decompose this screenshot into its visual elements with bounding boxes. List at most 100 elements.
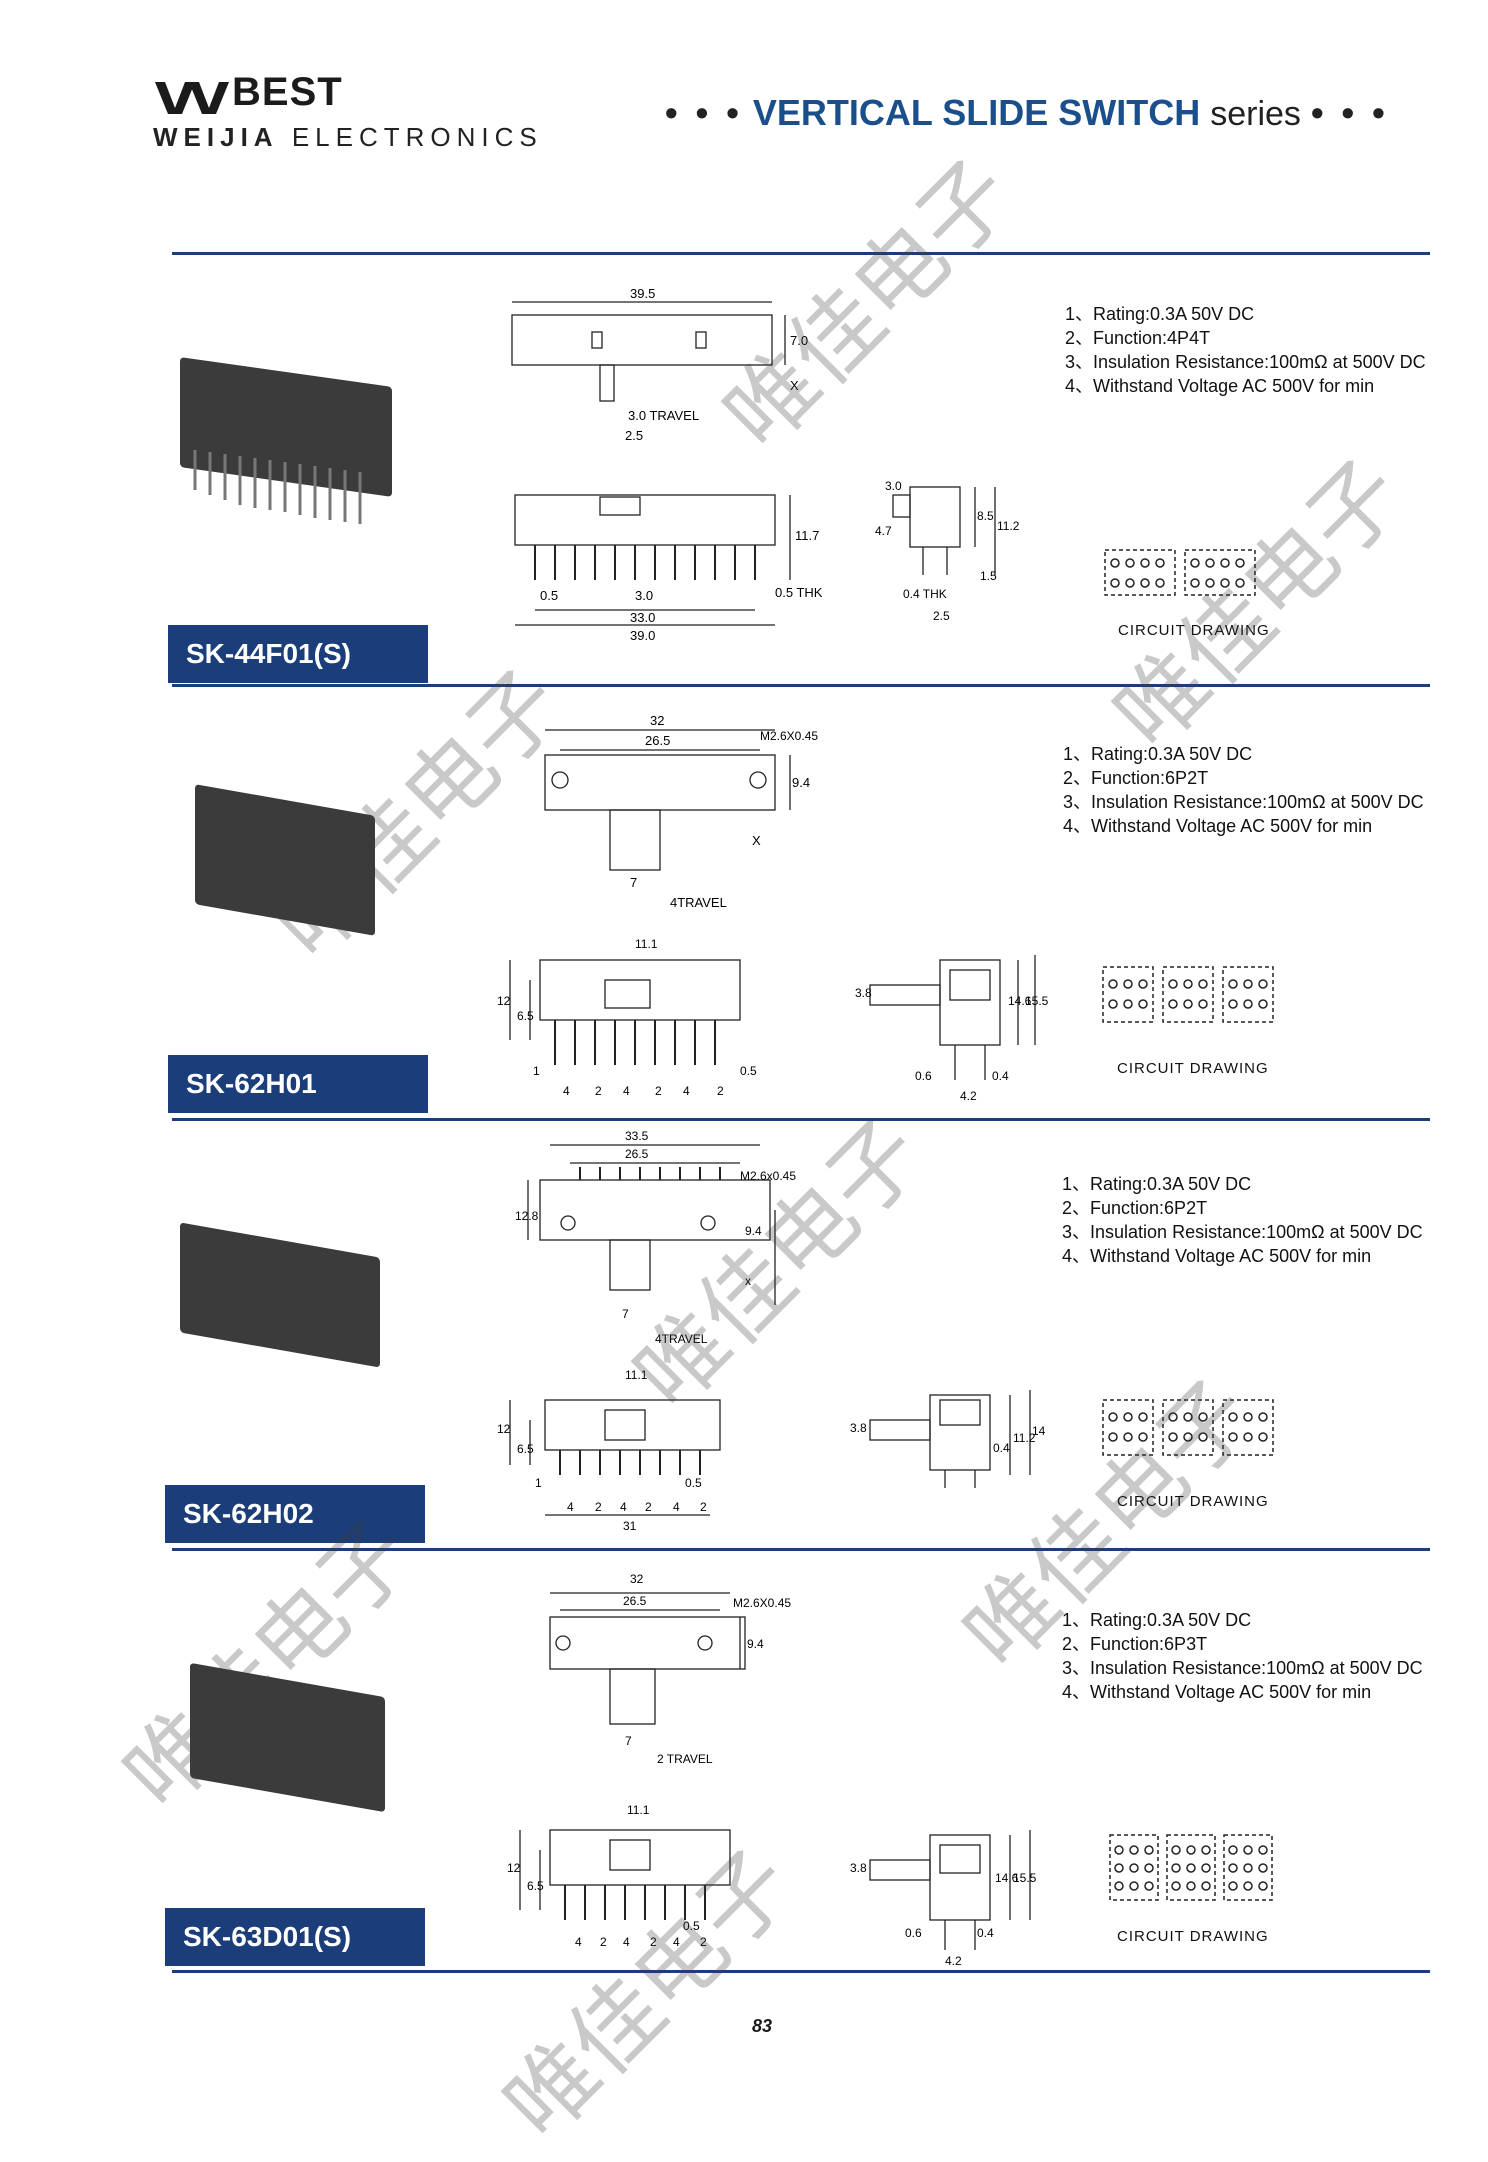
svg-text:11.7: 11.7 (795, 528, 819, 543)
svg-text:2: 2 (645, 1500, 652, 1514)
svg-text:14.7: 14.7 (1032, 1424, 1045, 1438)
svg-text:12: 12 (497, 994, 511, 1008)
svg-text:32: 32 (630, 1572, 644, 1586)
circuit-drawing (1104, 549, 1256, 596)
circuit-label: CIRCUIT DRAWING (1117, 1928, 1269, 1945)
svg-text:0.4: 0.4 (993, 1441, 1010, 1455)
product-pins (193, 450, 362, 524)
svg-text:7.0: 7.0 (790, 333, 808, 348)
svg-text:x: x (745, 1274, 751, 1288)
svg-text:3.0: 3.0 (635, 588, 653, 603)
svg-text:7: 7 (622, 1307, 629, 1321)
company-name: WEIJIA ELECTRONICS (153, 122, 543, 152)
section-divider (172, 252, 1430, 255)
svg-text:31: 31 (623, 1519, 637, 1533)
svg-text:0.4 THK: 0.4 THK (903, 587, 947, 601)
svg-text:1: 1 (533, 1064, 540, 1078)
circuit-drawing (1109, 1834, 1273, 1901)
svg-text:14.6: 14.6 (1008, 994, 1032, 1008)
svg-text:9.4: 9.4 (747, 1637, 764, 1651)
svg-text:9.4: 9.4 (792, 775, 810, 790)
svg-text:4: 4 (623, 1935, 630, 1949)
svg-text:32: 32 (650, 713, 664, 728)
svg-text:11.1: 11.1 (627, 1803, 650, 1817)
svg-text:12: 12 (507, 1861, 521, 1875)
svg-text:4.2: 4.2 (945, 1954, 962, 1968)
svg-text:6.5: 6.5 (517, 1009, 534, 1023)
svg-text:0.5: 0.5 (540, 588, 558, 603)
chevron-icon (400, 633, 420, 677)
svg-text:4: 4 (623, 1084, 630, 1098)
svg-text:33.5: 33.5 (625, 1129, 649, 1143)
circuit-drawing (1102, 1399, 1274, 1456)
svg-text:7: 7 (630, 875, 637, 890)
svg-text:15.5: 15.5 (1025, 994, 1049, 1008)
drawing-top-view: 39.5 7.0 3.0 TRAVEL 2.5 X (511, 286, 808, 443)
model-label: SK-62H02 (165, 1485, 425, 1543)
svg-text:6.5: 6.5 (517, 1442, 534, 1456)
svg-text:11.1: 11.1 (625, 1368, 648, 1382)
svg-text:4: 4 (683, 1084, 690, 1098)
svg-text:7: 7 (625, 1734, 632, 1748)
svg-text:26.5: 26.5 (623, 1594, 647, 1608)
svg-text:9.4: 9.4 (745, 1224, 762, 1238)
svg-text:11.2: 11.2 (997, 519, 1020, 533)
chevron-icon (400, 1063, 420, 1107)
svg-text:1: 1 (535, 1476, 542, 1490)
svg-text:3.0: 3.0 (885, 479, 902, 493)
circuit-label: CIRCUIT DRAWING (1117, 1060, 1269, 1077)
svg-text:0.6: 0.6 (905, 1926, 922, 1940)
svg-text:3.8: 3.8 (850, 1421, 867, 1435)
svg-text:2: 2 (717, 1084, 724, 1098)
svg-text:2: 2 (655, 1084, 662, 1098)
drawing-top-view: 33.5 26.5 M2.6x0.45 12.8 9.4 x 7 4TRAVEL (515, 1129, 796, 1346)
svg-text:0.5: 0.5 (683, 1919, 700, 1933)
drawing-top-view: 32 26.5 M2.6X0.45 9.4 X 7 4TRAVEL (544, 713, 818, 910)
svg-text:4.7: 4.7 (875, 524, 892, 538)
svg-text:0.4: 0.4 (977, 1926, 994, 1940)
svg-text:4.2: 4.2 (960, 1089, 977, 1103)
svg-text:M2.6X0.45: M2.6X0.45 (733, 1596, 791, 1610)
model-label: SK-63D01(S) (165, 1908, 425, 1966)
svg-text:2: 2 (600, 1935, 607, 1949)
drawing-front-view: 0.5 3.0 33.0 39.0 0.5 THK 11.7 (514, 494, 823, 643)
svg-text:4TRAVEL: 4TRAVEL (655, 1332, 708, 1346)
svg-text:12.8: 12.8 (515, 1209, 539, 1223)
svg-text:26.5: 26.5 (645, 733, 670, 748)
svg-text:33.0: 33.0 (630, 610, 655, 625)
svg-text:X: X (790, 378, 799, 393)
svg-text:M2.6x0.45: M2.6x0.45 (740, 1169, 796, 1183)
svg-text:39.5: 39.5 (630, 286, 655, 301)
svg-text:4: 4 (673, 1935, 680, 1949)
svg-text:2: 2 (595, 1084, 602, 1098)
drawing-front-view: 11.1 12 6.5 0.5 4 2 4 2 4 2 (507, 1803, 731, 1949)
svg-text:3.8: 3.8 (855, 986, 872, 1000)
section-divider (172, 1118, 1430, 1121)
svg-text:2 TRAVEL: 2 TRAVEL (657, 1752, 713, 1766)
svg-text:1.5: 1.5 (980, 569, 997, 583)
svg-text:4: 4 (563, 1084, 570, 1098)
drawing-side-view: 3.0 4.7 8.5 11.2 0.4 THK 1.5 2.5 (875, 479, 1020, 623)
svg-text:11.2: 11.2 (1013, 1431, 1036, 1445)
product-photo (190, 1662, 385, 1813)
svg-text:4: 4 (567, 1500, 574, 1514)
chevron-icon (398, 1916, 418, 1960)
svg-text:26.5: 26.5 (625, 1147, 649, 1161)
circuit-drawing (1102, 966, 1274, 1023)
svg-text:4TRAVEL: 4TRAVEL (670, 895, 727, 910)
svg-text:12: 12 (497, 1422, 511, 1436)
svg-text:2.5: 2.5 (625, 428, 643, 443)
svg-text:2: 2 (700, 1935, 707, 1949)
svg-text:6.5: 6.5 (527, 1879, 544, 1893)
svg-text:8.5: 8.5 (977, 509, 994, 523)
svg-text:4: 4 (673, 1500, 680, 1514)
circuit-label: CIRCUIT DRAWING (1118, 622, 1270, 639)
svg-text:0.5 THK: 0.5 THK (775, 585, 823, 600)
svg-text:11.1: 11.1 (635, 937, 658, 951)
page-title: • • • VERTICAL SLIDE SWITCH series • • • (665, 92, 1389, 133)
drawing-side-view: 3.8 14.6 15.5 0.6 4.2 0.4 (855, 955, 1049, 1103)
